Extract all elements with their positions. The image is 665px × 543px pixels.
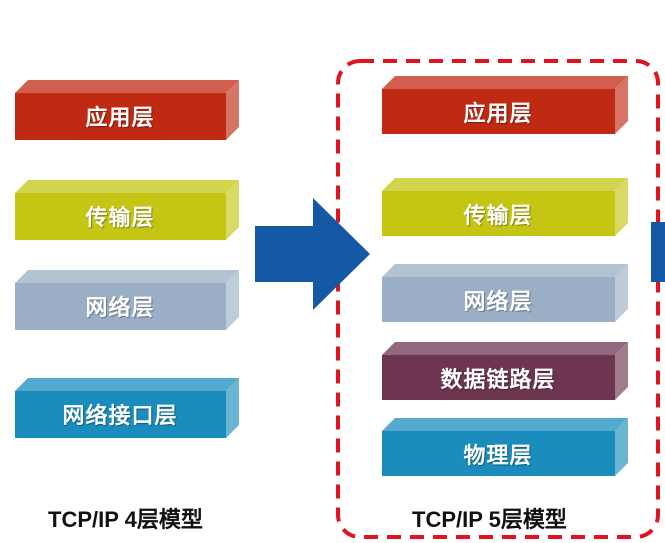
layer-bar-front: [382, 431, 615, 476]
layer-label: 数据链路层: [440, 368, 556, 393]
layer-bar-top: [382, 178, 628, 191]
layer-bar-front: [382, 191, 615, 236]
layer-bar-top: [15, 378, 239, 391]
layer-label: 传输层: [463, 204, 533, 229]
right-model-caption: TCP/IP 5层模型: [412, 507, 567, 532]
layer-bar-side: [615, 76, 628, 134]
layer-bar-front: [15, 193, 226, 240]
layer-bar-front: [15, 283, 226, 330]
left-layer-application: 应用层: [15, 80, 239, 140]
left-layer-network: 网络层: [15, 270, 239, 330]
layer-bar-top: [382, 342, 628, 355]
layer-bar-side: [226, 180, 239, 240]
layer-bar-side: [615, 418, 628, 476]
layer-bar-side: [615, 178, 628, 236]
right-layer-physical: 物理层: [382, 418, 628, 476]
left-layer-transport: 传输层: [15, 180, 239, 240]
layer-label: 应用层: [85, 106, 155, 131]
right-layer-transport: 传输层: [382, 178, 628, 236]
layer-bar-top: [382, 418, 628, 431]
layer-label: 网络层: [463, 290, 533, 315]
layer-bar-side: [226, 270, 239, 330]
left-layer-network-interface: 网络接口层: [15, 378, 239, 438]
layer-bar-top: [15, 270, 239, 283]
layer-bar-top: [382, 76, 628, 89]
right-layer-data-link: 数据链路层: [382, 342, 628, 400]
left-model-caption: TCP/IP 4层模型: [48, 507, 203, 532]
layer-label: 网络接口层: [62, 404, 178, 429]
layer-bar-front: [382, 355, 615, 400]
layer-bar-front: [382, 277, 615, 322]
edge-arrow-icon: [651, 222, 665, 282]
layer-bar-side: [615, 342, 628, 400]
layer-bar-side: [226, 378, 239, 438]
right-layer-network: 网络层: [382, 264, 628, 322]
layer-bar-front: [382, 89, 615, 134]
layer-bar-side: [226, 80, 239, 140]
layer-bar-front: [15, 93, 226, 140]
five-layer-group-frame: [336, 59, 660, 539]
layer-bar-top: [382, 264, 628, 277]
layer-label: 应用层: [463, 102, 533, 127]
right-layer-application: 应用层: [382, 76, 628, 134]
layer-bar-side: [615, 264, 628, 322]
layer-bar-top: [15, 180, 239, 193]
layer-label: 物理层: [463, 444, 533, 469]
layer-bar-front: [15, 391, 226, 438]
layer-label: 网络层: [85, 296, 155, 321]
layer-bar-top: [15, 80, 239, 93]
layer-label: 传输层: [85, 206, 155, 231]
right-arrow-icon: [255, 198, 370, 310]
